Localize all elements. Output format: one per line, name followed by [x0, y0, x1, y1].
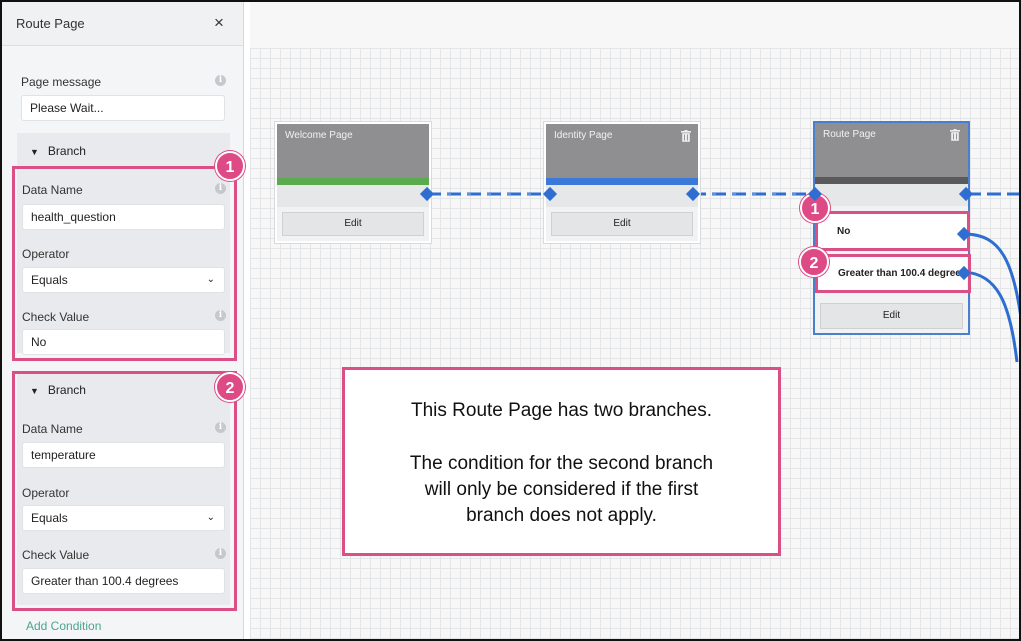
branch-2-operator-value: Equals [31, 511, 68, 525]
page-message-label: Page message [21, 75, 102, 89]
branch-2-check-value-input[interactable]: Greater than 100.4 degrees [22, 568, 225, 594]
edit-button[interactable]: Edit [551, 212, 693, 236]
connector-branch-2-out [963, 270, 1019, 363]
branch-1-data-name-label: Data Name [22, 183, 83, 197]
branch-2-check-value-label: Check Value [22, 548, 90, 562]
note-line-3: will only be considered if the first [424, 479, 699, 500]
node-port-area [277, 185, 429, 207]
node-header: Identity Page [546, 124, 698, 178]
node-welcome-page[interactable]: Welcome Page Edit [275, 122, 431, 243]
branch-1-title: Branch [47, 144, 86, 158]
node-port-area [546, 185, 698, 207]
node-identity-page[interactable]: Identity Page Edit [544, 122, 700, 243]
branch-1-check-value-input[interactable]: No [22, 329, 225, 355]
callout-badge-1: 1 [215, 151, 245, 181]
branch-2-section [17, 372, 230, 605]
chevron-down-icon: ⌄ [206, 512, 215, 523]
edit-button[interactable]: Edit [820, 303, 963, 329]
chevron-down-icon: ⌄ [206, 274, 215, 285]
branch-2-operator-select[interactable]: Equals ⌄ [22, 505, 225, 531]
node-title: Welcome Page [285, 130, 353, 141]
node-color-bar [546, 178, 698, 185]
node-title: Identity Page [554, 130, 613, 141]
node-title: Route Page [823, 129, 876, 140]
branch-2-data-name-input[interactable]: temperature [22, 442, 225, 468]
condition-label: No [837, 225, 851, 237]
branch-1-operator-label: Operator [22, 247, 70, 261]
info-icon: i [215, 183, 226, 194]
branch-2-operator-label: Operator [22, 486, 70, 500]
edit-button[interactable]: Edit [282, 212, 424, 236]
node-port-area [815, 184, 968, 206]
highlight-box-branch-2 [12, 371, 237, 611]
node-color-bar [815, 177, 968, 184]
highlight-box-condition-1 [815, 211, 970, 251]
branch-2-title: Branch [47, 383, 86, 397]
branch-2-header[interactable]: ▼ Branch [30, 383, 86, 397]
trash-icon[interactable] [681, 130, 691, 142]
connector-branch-1-out [963, 232, 1019, 315]
info-icon: i [215, 310, 226, 321]
add-condition-link[interactable]: Add Condition [26, 619, 102, 633]
callout-badge-2: 2 [799, 247, 829, 277]
note-line-2: The condition for the second branch [409, 453, 714, 474]
info-icon: i [215, 548, 226, 559]
panel-title: Route Page [16, 16, 85, 31]
note-line-1: This Route Page has two branches. [410, 400, 712, 421]
panel-header: Route Page × [2, 2, 243, 46]
highlight-box-condition-2 [815, 254, 971, 293]
note-line-4: branch does not apply. [466, 505, 657, 526]
branch-1-operator-select[interactable]: Equals ⌄ [22, 267, 225, 293]
route-condition-2[interactable]: Greater than 100.4 degrees [817, 256, 967, 290]
annotation-callout: This Route Page has two branches. The co… [342, 367, 781, 556]
callout-badge-2: 2 [215, 372, 245, 402]
node-header: Route Page [815, 123, 968, 177]
canvas-toolbar-area [250, 2, 1019, 48]
info-icon: i [215, 422, 226, 433]
branch-1-operator-value: Equals [31, 273, 68, 287]
branch-1-data-name-input[interactable]: health_question [22, 204, 225, 230]
route-page-settings-panel: Route Page × Page message i Please Wait.… [2, 2, 245, 639]
info-icon: i [215, 75, 226, 86]
branch-1-header[interactable]: ▼ Branch [30, 144, 86, 158]
node-color-bar [277, 178, 429, 185]
page-message-input[interactable]: Please Wait... [21, 95, 225, 121]
caret-down-icon: ▼ [30, 147, 39, 157]
branch-1-check-value-label: Check Value [22, 310, 90, 324]
trash-icon[interactable] [950, 129, 960, 141]
condition-label: Greater than 100.4 degrees [838, 267, 967, 279]
highlight-box-branch-1 [12, 166, 237, 361]
branch-2-data-name-label: Data Name [22, 422, 83, 436]
close-icon[interactable]: × [214, 13, 224, 32]
caret-down-icon: ▼ [30, 386, 39, 396]
branch-1-section [17, 133, 230, 353]
route-condition-1[interactable]: No [817, 213, 967, 249]
node-header: Welcome Page [277, 124, 429, 178]
